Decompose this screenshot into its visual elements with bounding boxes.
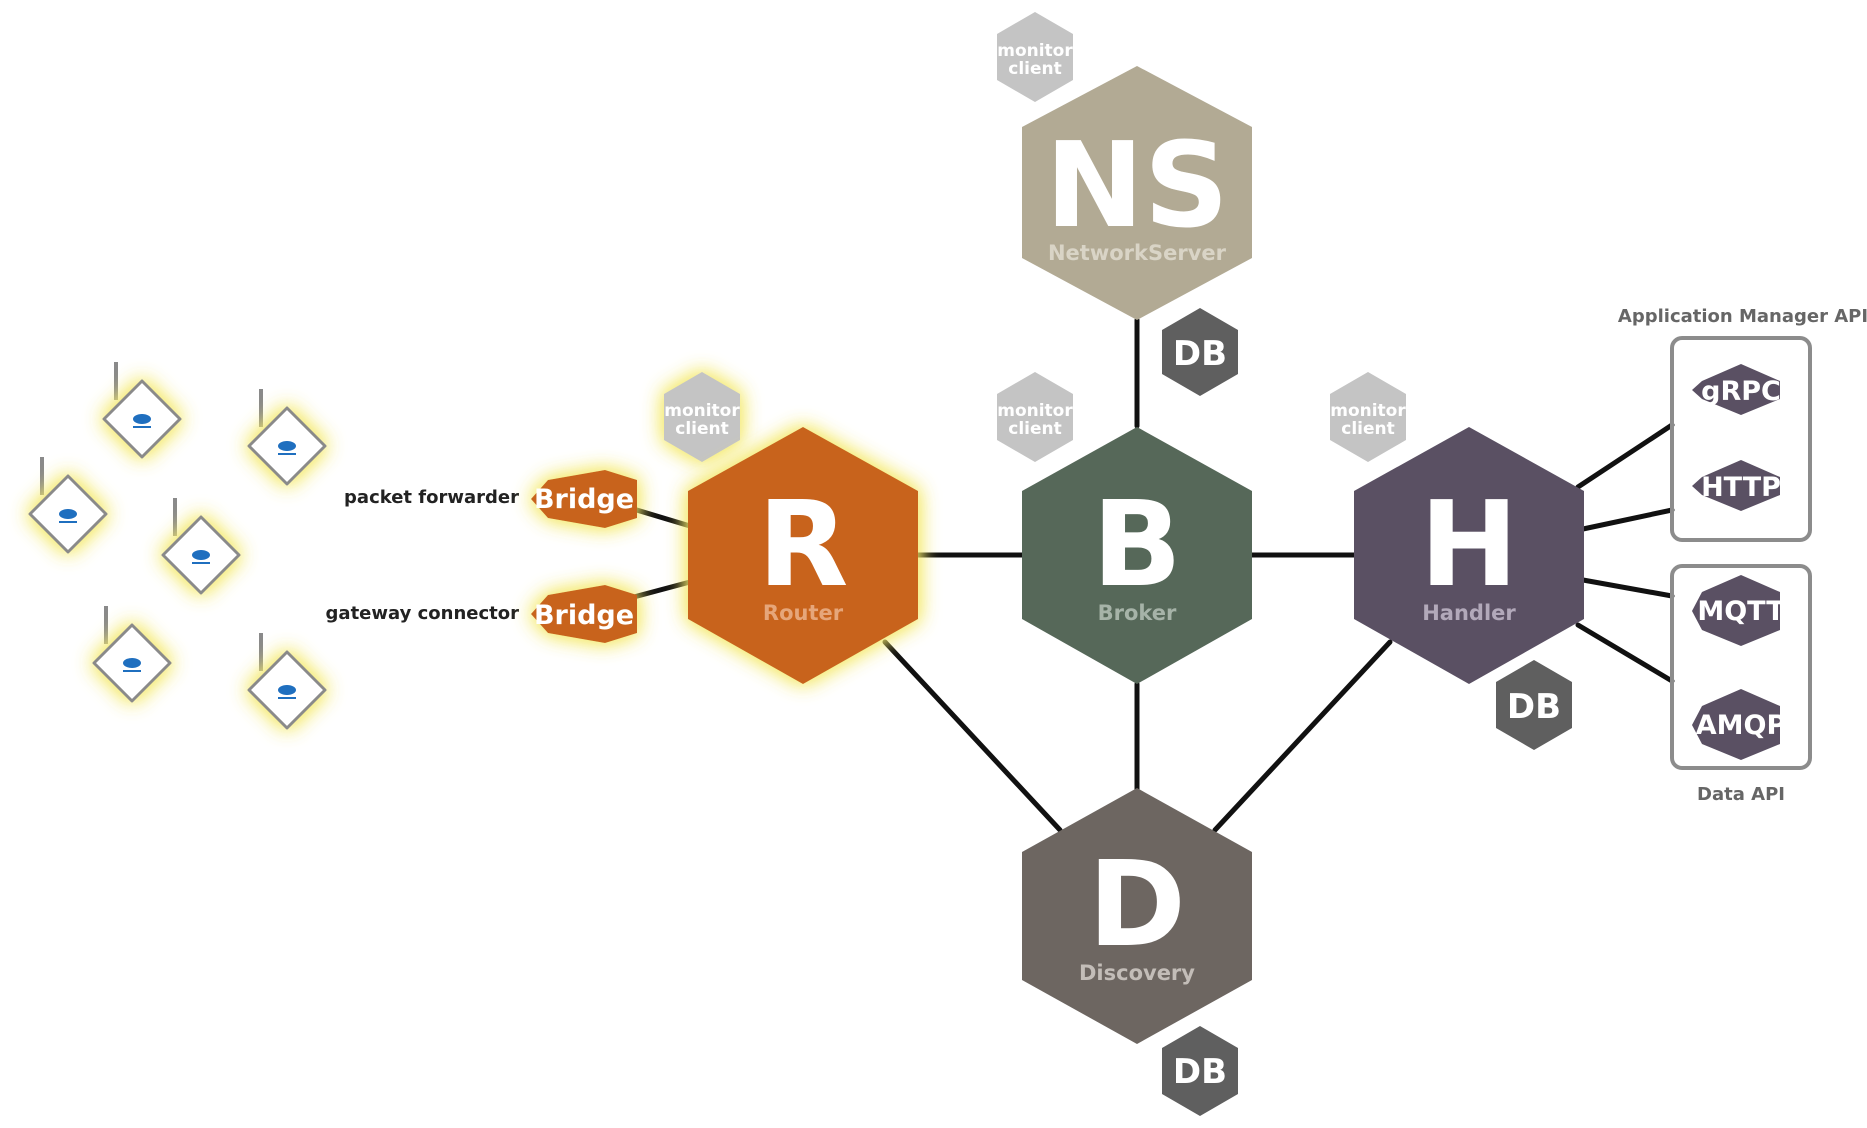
gateway-icon xyxy=(92,606,172,703)
broker-letter: B xyxy=(1092,475,1182,613)
gateway-icon xyxy=(102,362,182,459)
connector-handler-mqtt xyxy=(1580,577,1675,599)
db-network-server: DB xyxy=(1162,308,1238,396)
bridge-gateway-connector: gateway connector Bridge xyxy=(326,585,637,643)
router-letter: R xyxy=(758,475,849,613)
network-server-letter: NS xyxy=(1045,116,1229,254)
svg-text:monitor: monitor xyxy=(997,401,1073,421)
db-handler: DB xyxy=(1496,660,1572,750)
connector-router-discovery xyxy=(882,639,1063,833)
svg-text:client: client xyxy=(675,419,729,439)
data-api: MQTT AMQP Data API xyxy=(1670,564,1812,805)
application-manager-api-box xyxy=(1670,336,1812,542)
svg-text:DB: DB xyxy=(1507,687,1561,727)
data-api-box xyxy=(1670,564,1812,770)
monitor-client-handler: monitor client xyxy=(1330,372,1406,462)
svg-text:monitor: monitor xyxy=(1330,401,1406,421)
handler-node: H Handler xyxy=(1354,427,1584,684)
handler-name: Handler xyxy=(1422,601,1516,625)
discovery-name: Discovery xyxy=(1079,961,1195,985)
network-server-name: NetworkServer xyxy=(1048,241,1227,265)
packet-forwarder-label: packet forwarder xyxy=(344,487,519,508)
amqp-badge: AMQP xyxy=(1692,689,1786,760)
connector-bridge1-router xyxy=(627,505,693,529)
monitor-client-broker: monitor client xyxy=(997,372,1073,462)
handler-letter: H xyxy=(1420,475,1519,613)
http-badge: HTTP xyxy=(1692,460,1781,511)
bridge-badge xyxy=(531,470,637,528)
svg-text:DB: DB xyxy=(1173,334,1227,374)
db-discovery: DB xyxy=(1162,1026,1238,1116)
connector-handler-grpc xyxy=(1575,422,1675,490)
gateway-icon xyxy=(247,389,327,486)
broker-node: B Broker xyxy=(1022,427,1252,684)
svg-text:monitor: monitor xyxy=(664,401,740,421)
data-api-title: Data API xyxy=(1697,784,1785,805)
svg-text:AMQP: AMQP xyxy=(1696,710,1787,741)
connectors xyxy=(627,317,1675,833)
network-server-node: NS NetworkServer xyxy=(1022,66,1252,320)
monitor-client-network-server: monitor client xyxy=(997,12,1073,102)
gateway-connector-label: gateway connector xyxy=(326,603,520,624)
grpc-badge: gRPC xyxy=(1692,364,1781,415)
connector-handler-discovery xyxy=(1212,639,1393,833)
broker-name: Broker xyxy=(1098,601,1177,625)
svg-text:client: client xyxy=(1008,59,1062,79)
connector-bridge2-router xyxy=(627,579,693,601)
gateway-icon xyxy=(28,457,108,554)
gateway-icon xyxy=(247,633,327,730)
svg-text:client: client xyxy=(1341,419,1395,439)
bridge-label: Bridge xyxy=(534,484,634,515)
application-manager-api: Application Manager API gRPC HTTP xyxy=(1618,306,1867,542)
application-manager-api-title: Application Manager API xyxy=(1618,306,1867,327)
bridge-badge xyxy=(531,585,637,643)
discovery-letter: D xyxy=(1088,835,1186,973)
router-node: R Router xyxy=(688,427,918,684)
gateway-icon xyxy=(161,498,241,595)
svg-text:client: client xyxy=(1008,419,1062,439)
connector-handler-amqp xyxy=(1575,622,1675,684)
svg-text:monitor: monitor xyxy=(997,41,1073,61)
svg-text:DB: DB xyxy=(1173,1052,1227,1092)
bridge-label: Bridge xyxy=(534,600,634,631)
svg-text:HTTP: HTTP xyxy=(1701,472,1781,503)
router-name: Router xyxy=(763,601,844,625)
monitor-client-router: monitor client xyxy=(664,372,740,462)
gateway-cluster xyxy=(28,362,327,730)
svg-text:MQTT: MQTT xyxy=(1697,596,1785,627)
connector-handler-http xyxy=(1580,507,1675,532)
discovery-node: D Discovery xyxy=(1022,788,1252,1044)
mqtt-badge: MQTT xyxy=(1692,575,1785,646)
svg-text:gRPC: gRPC xyxy=(1701,376,1781,407)
bridge-packet-forwarder: packet forwarder Bridge xyxy=(344,470,637,528)
